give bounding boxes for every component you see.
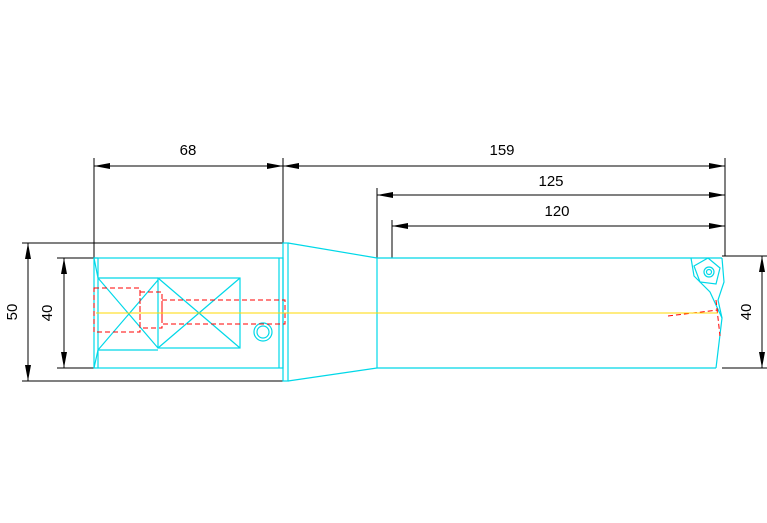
dimension-labels: 68 159 125 120 50 40 40 <box>4 142 755 321</box>
tool-outline <box>93 242 725 382</box>
dim-120-label: 120 <box>544 203 569 220</box>
dim-159-label: 159 <box>489 142 514 159</box>
dim-40-right-label: 40 <box>738 304 755 321</box>
dim-40-left-label: 40 <box>39 305 56 322</box>
dim-125-label: 125 <box>538 173 563 190</box>
hidden-lines <box>93 287 721 337</box>
dim-50-label: 50 <box>4 304 21 321</box>
insert-icon <box>693 257 721 285</box>
dimension-lines <box>22 158 767 382</box>
dim-68-label: 68 <box>180 142 197 159</box>
